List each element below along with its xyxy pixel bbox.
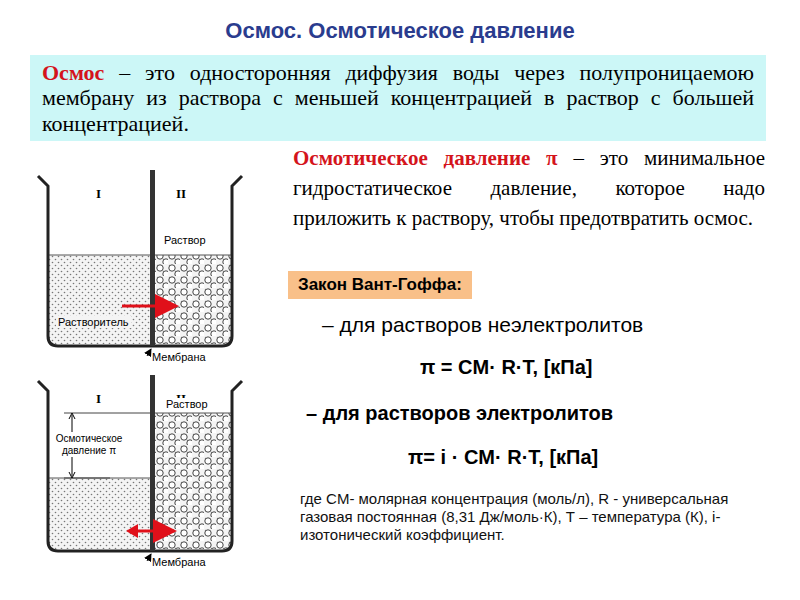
part-label-text: Растворитель bbox=[58, 316, 129, 328]
osmotic-pressure-label-text: Осмотическое давление π bbox=[56, 433, 123, 456]
term: Осмос bbox=[42, 60, 104, 85]
formula-note-text: – для растворов электролитов bbox=[306, 402, 613, 424]
part-label: Раствор bbox=[164, 234, 206, 246]
compartment-number: I bbox=[96, 186, 101, 202]
footnote-text: где CM- молярная концентрация (моль/л), … bbox=[300, 490, 728, 543]
part-label: Мембрана bbox=[152, 351, 206, 363]
osmotic-pressure-definition-text: Осмотическое давление π bbox=[293, 146, 558, 170]
part-label-text: Раствор bbox=[166, 398, 208, 410]
formula-note-text: – для растворов неэлектролитов bbox=[322, 313, 643, 336]
part-label-text: Мембрана bbox=[152, 351, 206, 363]
formula-note: – для растворов неэлектролитов bbox=[322, 313, 643, 337]
slide-title: Осмос. Осмотическое давление bbox=[0, 18, 800, 44]
osmotic-pressure-definition: Осмотическое давление π – это минимально… bbox=[293, 143, 765, 233]
compartment-number-text: II bbox=[176, 186, 186, 201]
beaker-equilibrium bbox=[38, 375, 242, 561]
part-label: Раствор bbox=[164, 398, 210, 410]
part-label-text: Мембрана bbox=[152, 556, 206, 568]
osmotic-pressure-label: Осмотическое давление π bbox=[52, 432, 126, 457]
part-label: Растворитель bbox=[56, 316, 131, 328]
definition-box: Осмос – это односторонняя диффузия воды … bbox=[30, 55, 766, 141]
formula: π= i · CM· R·T, [кПа] bbox=[408, 446, 598, 469]
definition-text: – это односторонняя диффузия воды через … bbox=[42, 60, 754, 136]
term: Закон Вант-Гоффа: bbox=[298, 275, 462, 294]
compartment-number-text: I bbox=[96, 186, 101, 201]
compartment-number-text: I bbox=[96, 391, 101, 406]
beaker-solvent-flow bbox=[38, 170, 242, 356]
compartment-number: I bbox=[96, 391, 101, 407]
law-box: Закон Вант-Гоффа: bbox=[288, 271, 472, 299]
formula: π = CM· R·T, [кПа] bbox=[420, 356, 592, 379]
footnote: где CM- молярная концентрация (моль/л), … bbox=[300, 490, 768, 544]
formula-note: – для растворов электролитов bbox=[306, 402, 613, 425]
part-label: Мембрана bbox=[152, 556, 206, 568]
part-label-text: Раствор bbox=[164, 234, 206, 246]
formula-text: π= i · CM· R·T, [кПа] bbox=[408, 446, 598, 468]
formula-text: π = CM· R·T, [кПа] bbox=[420, 356, 592, 378]
compartment-number: II bbox=[176, 186, 186, 202]
